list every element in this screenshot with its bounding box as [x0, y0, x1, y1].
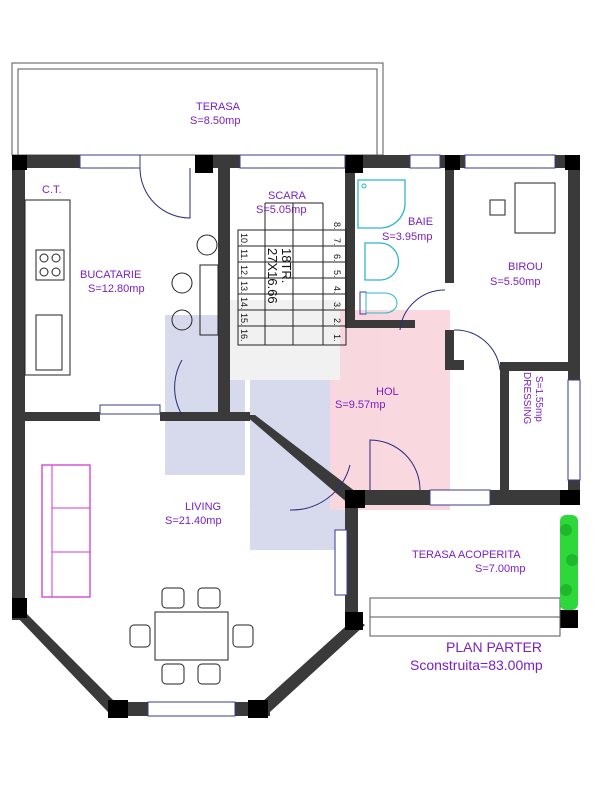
stair-step-15: 15.: [239, 313, 249, 326]
stair-step-8: 8.: [332, 222, 342, 230]
stair-step-6: 6.: [332, 254, 342, 262]
room-area-bucatarie: S=12.80mp: [88, 283, 145, 295]
plant-hedge: [560, 515, 578, 610]
stair-step-5: 5.: [332, 270, 342, 278]
kitchen-furniture: [24, 199, 219, 376]
room-name-baie: BAIE: [408, 216, 433, 228]
stair-step-7: 7.: [332, 238, 342, 246]
room-name-birou: BIROU: [508, 261, 543, 273]
room-area-terasa: S=8.50mp: [190, 115, 240, 127]
windows: [79, 154, 581, 717]
stair-step-12: 12.: [239, 265, 249, 278]
stair-step-13: 13.: [239, 281, 249, 294]
staircase: 8. 7. 6. 5. 4. 3. 2. 1. 10. 11. 12. 13. …: [237, 202, 347, 346]
office-furniture: [489, 182, 556, 234]
room-name-living: LIVING: [185, 501, 221, 513]
room-name-dressing: DRESSING: [521, 372, 532, 424]
room-area-living: S=21.40mp: [165, 515, 222, 527]
stair-steps-label: 18TR.: [279, 248, 294, 283]
stair-step-14: 14.: [239, 297, 249, 310]
overlay-cubes: [165, 300, 450, 550]
stair-step-1: 1.: [332, 334, 342, 342]
room-area-birou: S=5.50mp: [490, 276, 540, 288]
stair-step-2: 2.: [332, 318, 342, 326]
room-name-hol: HOL: [376, 386, 399, 398]
stair-step-3: 3.: [332, 302, 342, 310]
stair-step-size: 27X16.66: [265, 248, 280, 304]
room-area-hol: S=9.57mp: [335, 399, 385, 411]
plan-total-area: Sconstruita=83.00mp: [410, 657, 543, 673]
room-name-bucatarie: BUCATARIE: [80, 269, 141, 281]
room-name-ct: C.T.: [42, 184, 62, 196]
room-name-terasa-acoperita: TERASA ACOPERITA: [412, 549, 521, 561]
bathroom-fixtures: [357, 179, 406, 315]
stair-step-16: 16.: [239, 329, 249, 342]
room-area-terasa-acoperita: S=7.00mp: [475, 563, 525, 575]
room-area-scara: S=5.05mp: [256, 204, 306, 216]
room-area-baie: S=3.95mp: [382, 231, 432, 243]
living-furniture: [41, 464, 254, 685]
room-name-terasa: TERASA: [196, 101, 241, 113]
room-area-dressing: S=1.55mp: [533, 376, 544, 422]
stair-step-11: 11.: [239, 249, 249, 261]
stair-step-4: 4.: [332, 286, 342, 294]
stair-step-10: 10.: [239, 233, 249, 246]
doors: [139, 167, 501, 511]
plan-title: PLAN PARTER: [446, 639, 542, 655]
room-name-scara: SCARA: [268, 190, 307, 202]
room-labels: TERASA S=8.50mp C.T. BUCATARIE S=12.80mp…: [42, 101, 544, 673]
